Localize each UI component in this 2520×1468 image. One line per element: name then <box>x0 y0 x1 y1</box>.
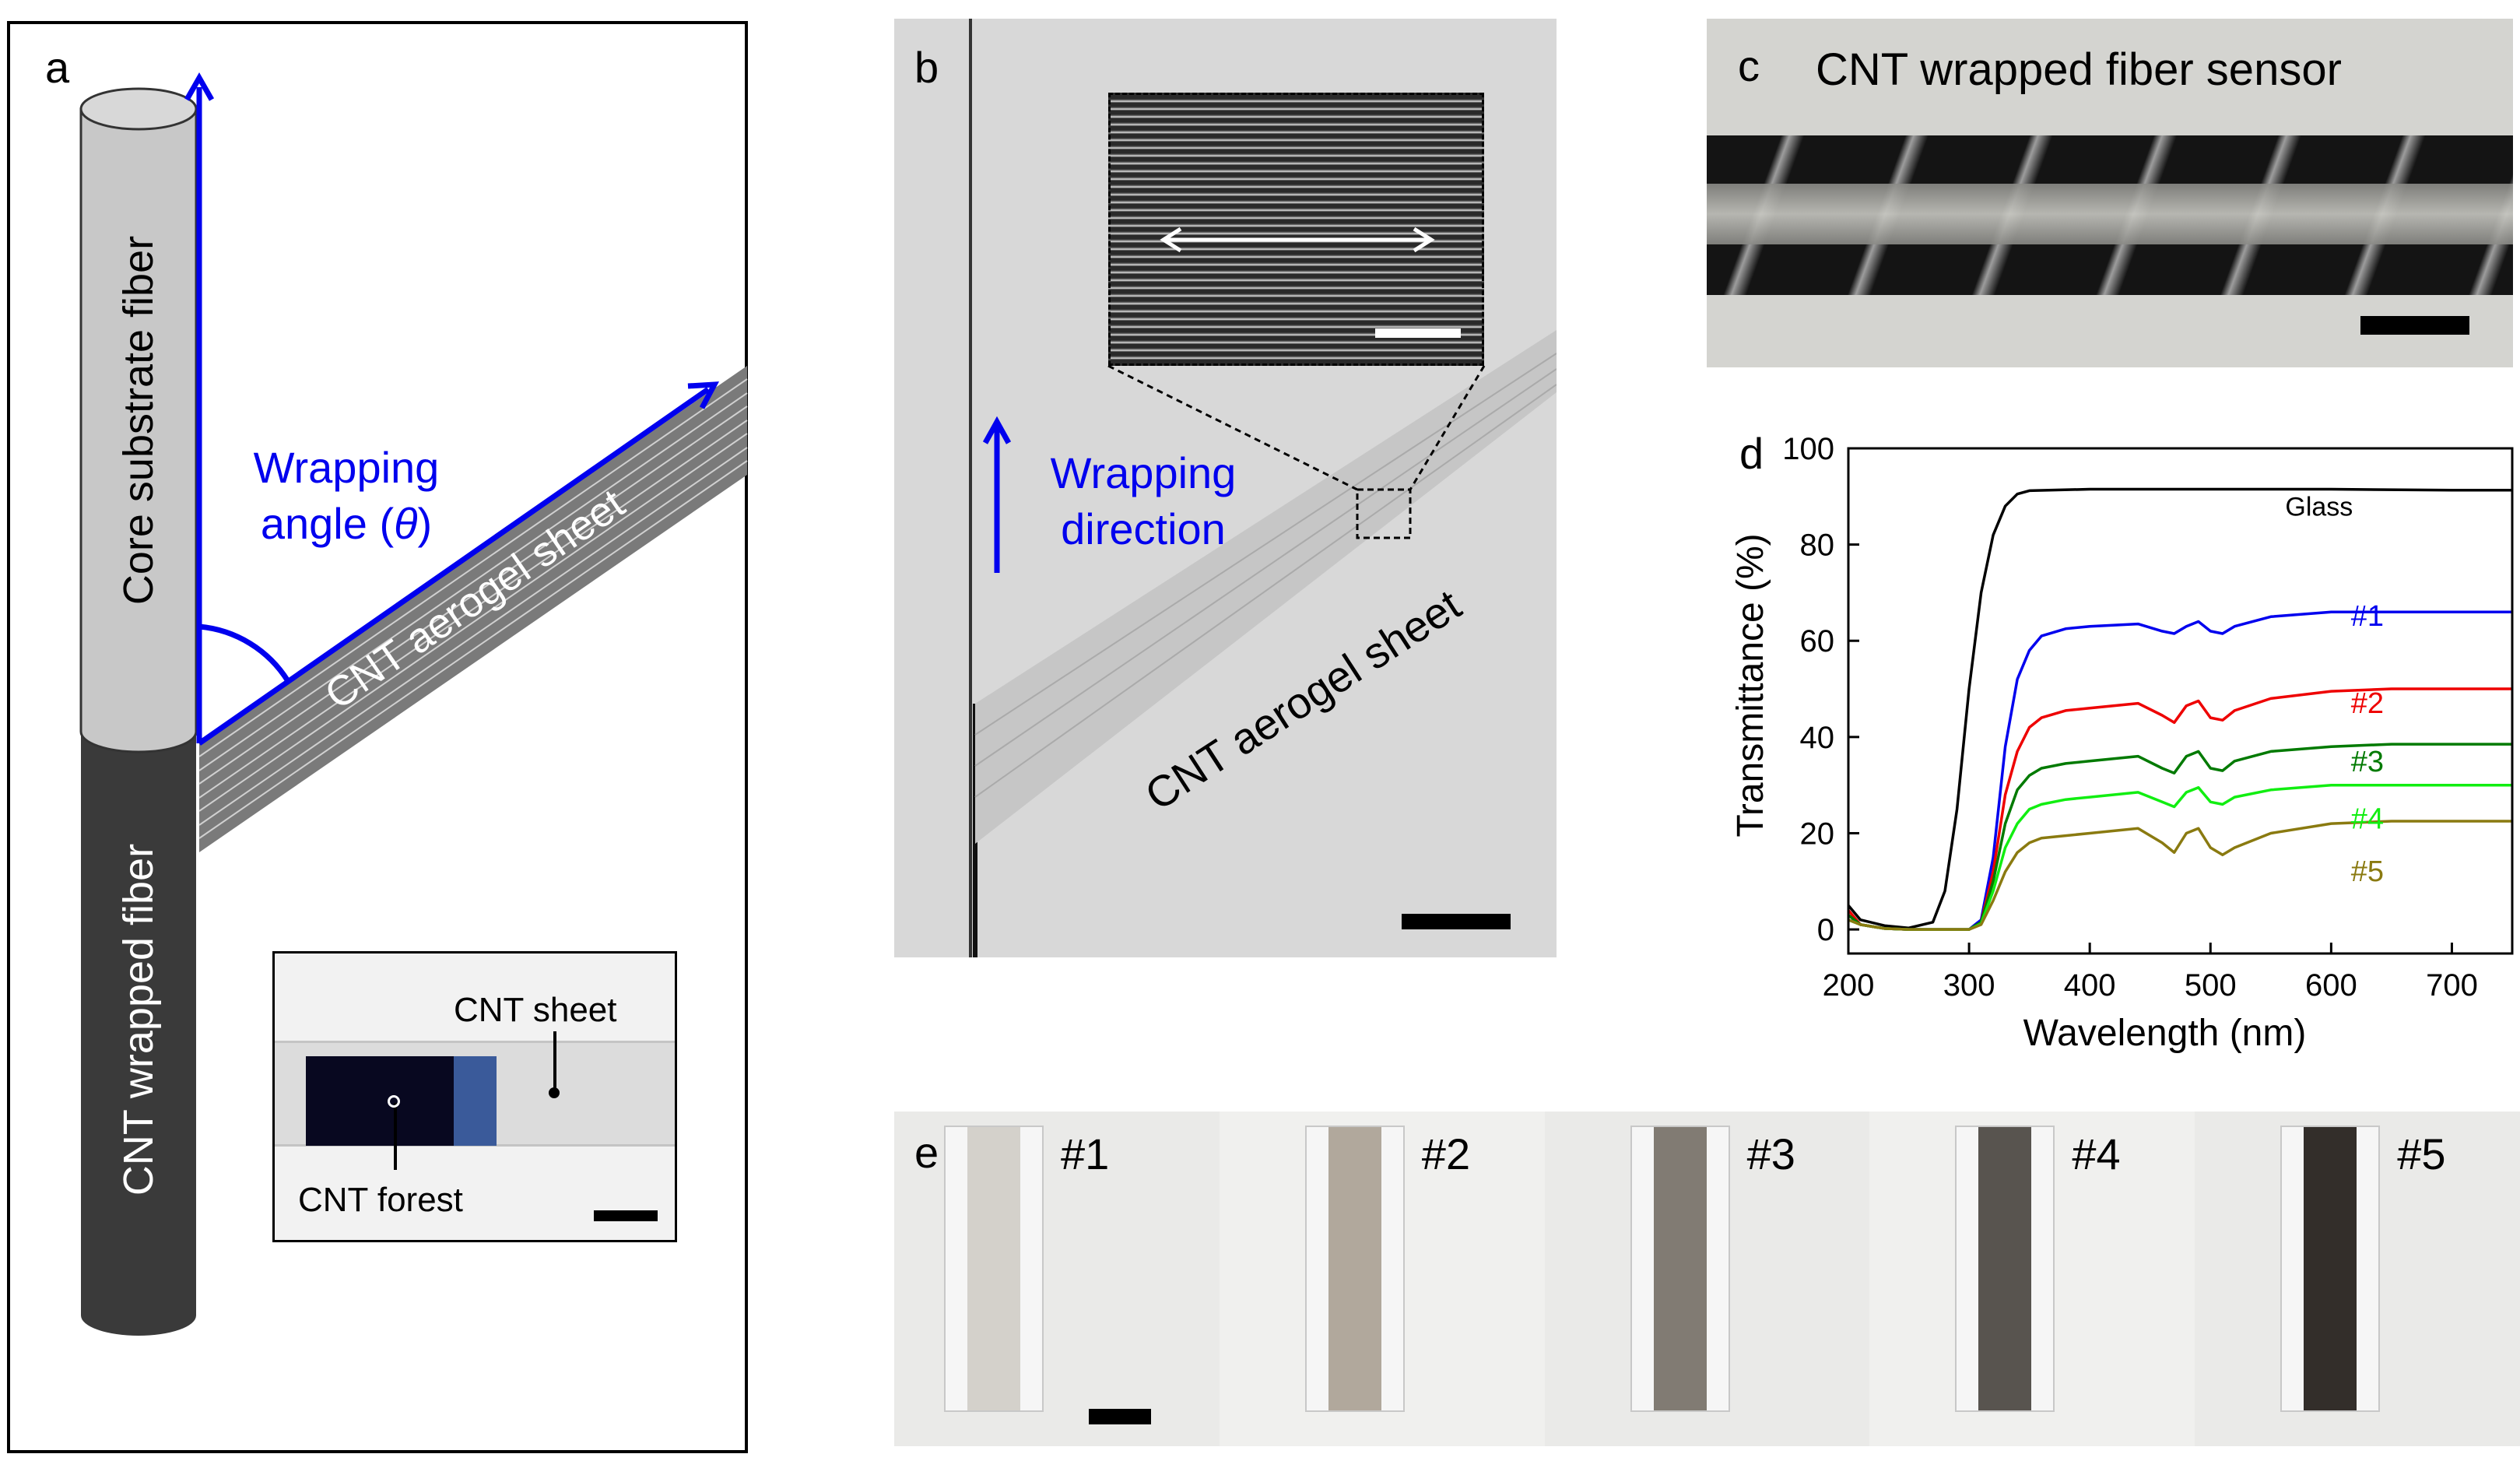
y-tick-label: 20 <box>1800 817 1835 851</box>
panel-d: 200 300 400 500 600 700 0 20 40 60 80 100 Wavelengt… <box>1700 405 2520 1082</box>
y-tick-label: 100 <box>1782 432 1834 466</box>
cnt-coating-stripe <box>967 1127 1020 1410</box>
x-tick-label: 700 <box>2426 968 2478 1003</box>
angle-label-close: ) <box>417 499 433 548</box>
x-tick-label: 500 <box>2185 968 2237 1003</box>
plot-frame <box>1847 447 2514 955</box>
series-label: #2 <box>2351 687 2384 720</box>
sample-label: #2 <box>1421 1129 1471 1178</box>
x-axis-label: Wavelength (nm) <box>2023 1013 2307 1054</box>
x-tick-label: 200 <box>1823 968 1875 1003</box>
wrapping-angle-arrows <box>184 72 720 746</box>
panel-c-title: CNT wrapped fiber sensor <box>1816 44 2342 95</box>
panel-c: c CNT wrapped fiber sensor <box>1707 19 2513 367</box>
sample-label: #4 <box>2072 1129 2121 1178</box>
core-fiber <box>79 87 198 753</box>
panel-a-frame <box>7 21 748 1453</box>
series-label: #3 <box>2351 746 2384 778</box>
panel-e-label: e <box>914 1128 939 1177</box>
glass-slide <box>2280 1126 2381 1412</box>
angle-label-line1: Wrapping <box>253 443 440 492</box>
sample-label: #3 <box>1746 1129 1795 1178</box>
y-tick-label: 60 <box>1800 624 1835 658</box>
glass-slide <box>944 1126 1044 1412</box>
wrapping-direction-arrow-icon <box>982 416 1012 573</box>
series-line <box>1848 783 2512 931</box>
sample-label: #5 <box>2397 1129 2446 1178</box>
sample-slide: #5 <box>2195 1112 2520 1446</box>
series-label: Glass <box>2285 493 2353 522</box>
glass-slide <box>1304 1126 1405 1412</box>
series-line <box>1848 820 2512 931</box>
angle-label-text: angle ( <box>260 499 395 548</box>
samples-row: #1 #2 #3 #4 #5 <box>894 1112 2520 1446</box>
panel-a: a Core substrate fiber CNT wrapped fiber… <box>0 0 759 1468</box>
series-label: #1 <box>2351 600 2384 633</box>
panel-e: #1 #2 #3 #4 #5 e <box>894 1112 2520 1446</box>
cnt-coating-stripe <box>1978 1127 2032 1410</box>
inset-forest-pointer <box>394 1103 397 1170</box>
fiber-sensor-core <box>1707 184 2513 244</box>
sample-slide: #2 <box>1219 1112 1545 1446</box>
panel-a-schematic <box>79 72 748 1336</box>
y-tick-label: 40 <box>1800 721 1835 755</box>
theta-symbol: θ <box>394 499 418 548</box>
panel-d-label: d <box>1739 429 1764 478</box>
angle-label: Wrapping angle (θ) <box>222 440 471 552</box>
glass-slide <box>1955 1126 2055 1412</box>
panel-b-zoom-inset <box>1108 93 1484 366</box>
wrapped-fiber-label: CNT wrapped fiber <box>115 843 162 1196</box>
aerogel-sheet <box>198 366 748 852</box>
cnt-coating-stripe <box>1653 1127 1707 1410</box>
x-tick-label: 600 <box>2305 968 2357 1003</box>
transmittance-chart: 200 300 400 500 600 700 0 20 40 60 80 100 Wavelengt… <box>1730 432 2514 1054</box>
inset-sheet-dot <box>549 1087 560 1098</box>
panel-b-label: b <box>914 43 939 92</box>
series-line <box>1847 610 2512 931</box>
inset-sheet-pointer <box>553 1031 556 1094</box>
sample-label: #1 <box>1061 1129 1110 1178</box>
wrapping-direction-line1: Wrapping <box>1050 448 1237 497</box>
sample-slide: #1 <box>894 1112 1220 1446</box>
inset-scale-bar <box>594 1210 658 1221</box>
panel-e-scale-bar <box>1089 1409 1151 1424</box>
panel-c-scale-bar <box>2360 316 2469 335</box>
x-tick-label: 300 <box>1943 968 1995 1003</box>
x-tick-label: 400 <box>2064 968 2116 1003</box>
panel-b-micrograph <box>969 19 1557 957</box>
series-line <box>1847 743 2512 931</box>
sample-slide: #4 <box>1869 1112 2195 1446</box>
inset-photo: CNT sheet CNT forest <box>272 951 677 1242</box>
series-line <box>1847 487 2512 929</box>
inset-forest-dot <box>388 1095 400 1108</box>
y-tick-label: 80 <box>1800 529 1835 563</box>
wrapping-direction-label: Wrapping direction <box>1027 445 1260 557</box>
panel-b-scale-bar <box>1402 914 1511 929</box>
wrapped-fiber <box>81 732 196 1336</box>
alignment-arrow-icon <box>1160 227 1461 338</box>
panel-b: b Wrapping direction CNT aerogel sheet <box>894 19 1557 957</box>
inset-blue-edge <box>454 1056 497 1146</box>
y-tick-label: 0 <box>1817 913 1834 947</box>
inset-sheet-label: CNT sheet <box>454 991 617 1029</box>
panel-a-label: a <box>45 43 70 92</box>
series-line <box>1847 687 2512 931</box>
series-label: #4 <box>2351 803 2384 836</box>
cnt-coating-stripe <box>1328 1127 1381 1410</box>
core-fiber-label: Core substrate fiber <box>115 235 162 606</box>
cnt-coating-stripe <box>2304 1127 2357 1410</box>
y-axis-label: Transmittance (%) <box>1730 533 1771 837</box>
wrapping-direction-line2: direction <box>1061 504 1226 553</box>
panel-c-label: c <box>1738 41 1760 90</box>
sample-slide: #3 <box>1544 1112 1870 1446</box>
angle-label-line2: angle (θ) <box>222 496 471 552</box>
inset-forest-label: CNT forest <box>298 1181 463 1219</box>
glass-slide <box>1630 1126 1730 1412</box>
series-label: #5 <box>2351 855 2384 888</box>
